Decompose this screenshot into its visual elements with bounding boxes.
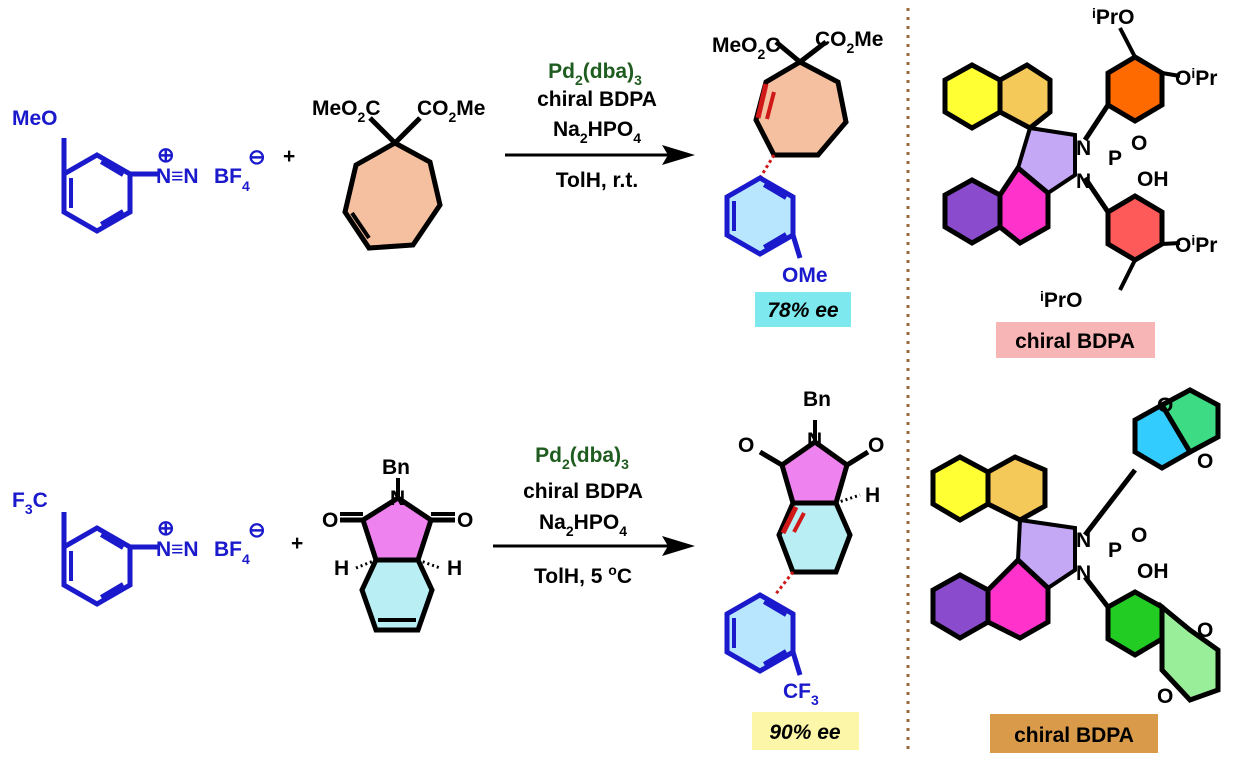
product-ester-right: CO2Me <box>815 28 883 56</box>
chiral-bdpa-ligand-1: N P O OH N iPrO OiPr OiPr iPrO chiral BD… <box>942 5 1217 358</box>
chiral-bdpa-ligand-2: N P O OH N O O O O chiral BDPA <box>930 387 1221 753</box>
product2-cf3: CF3 <box>783 680 819 708</box>
ligand-label-box-2 <box>990 714 1158 753</box>
ligand2-dioxane-o3: O <box>1197 619 1213 642</box>
trifluoromethyl-label: F3C <box>12 489 48 517</box>
catalyst-label-2: Pd2(dba)3 <box>535 444 629 472</box>
ligand1-oipr-top: OiPr <box>1175 65 1217 90</box>
ligand1-o: O <box>1131 132 1147 155</box>
conditions-label-2: TolH, 5 oC <box>534 562 632 588</box>
product2-bn: Bn <box>803 388 831 411</box>
product2-h: H <box>865 484 880 507</box>
imide-bn: Bn <box>382 456 410 479</box>
ligand2-dioxane-o1: O <box>1157 394 1173 417</box>
product2-o-left: O <box>738 434 754 457</box>
ester-right: CO2Me <box>417 97 485 125</box>
base-label-2: Na2HPO4 <box>539 511 627 539</box>
ee-badge-2 <box>752 712 859 750</box>
diazonium-group: N≡N <box>156 165 199 188</box>
diazonium-2: F3C ⊕ N≡N BF4 ⊖ <box>12 489 266 607</box>
ligand-label-2: chiral BDPA <box>523 480 643 503</box>
reaction-arrow-2: Pd2(dba)3 chiral BDPA Na2HPO4 TolH, 5 oC <box>493 444 695 588</box>
product-2: Bn N O O H CF3 90% ee <box>724 388 884 750</box>
ligand1-n-bottom: N <box>1076 170 1091 193</box>
ligand1-n-top: N <box>1076 137 1091 160</box>
ester-left: MeO2C <box>312 97 380 125</box>
ee-value-1: 78% ee <box>767 299 839 322</box>
imide-h-right: H <box>447 557 462 580</box>
imide-o-right: O <box>457 509 473 532</box>
ligand-name-2: chiral BDPA <box>1014 724 1134 747</box>
product2-o-right: O <box>868 434 884 457</box>
plus-sign-1: + <box>283 145 295 168</box>
ligand1-ipro-bottom: iPrO <box>1040 288 1082 312</box>
imide-h-left: H <box>334 557 349 580</box>
plus-sign-2: + <box>291 532 303 555</box>
ligand2-dioxane-o2: O <box>1197 450 1213 473</box>
ligand2-p: P <box>1108 539 1122 562</box>
plus-charge: ⊕ <box>157 144 175 167</box>
cycloheptene-diester: MeO2C CO2Me <box>312 97 485 251</box>
ligand-label-1: chiral BDPA <box>537 88 657 111</box>
diazonium-group-2: N≡N <box>156 538 199 561</box>
product-ester-left: MeO2C <box>712 34 780 62</box>
counterion-2: BF4 <box>214 538 250 567</box>
ligand1-ipro-top: iPrO <box>1092 5 1134 29</box>
reaction-arrow-1: Pd2(dba)3 chiral BDPA Na2HPO4 TolH, r.t. <box>505 60 695 192</box>
base-label-1: Na2HPO4 <box>553 118 641 146</box>
product-methoxy: OMe <box>782 264 828 287</box>
ligand1-oipr-bottom: OiPr <box>1175 232 1217 257</box>
ee-badge-1 <box>755 292 851 327</box>
ligand1-oh: OH <box>1137 168 1169 191</box>
ligand2-n-top: N <box>1076 529 1091 552</box>
diazonium-1: MeO ⊕ N≡N BF4 ⊖ <box>12 107 266 234</box>
product2-n: N <box>807 429 822 452</box>
ligand1-p: P <box>1108 147 1122 170</box>
ligand2-oh: OH <box>1137 560 1169 583</box>
minus-charge-2: ⊖ <box>248 519 266 542</box>
ligand2-n-bottom: N <box>1076 562 1091 585</box>
ligand-name-1: chiral BDPA <box>1015 330 1135 353</box>
plus-charge-2: ⊕ <box>157 517 175 540</box>
conditions-label-1: TolH, r.t. <box>556 169 638 192</box>
ee-value-2: 90% ee <box>769 721 841 744</box>
bicyclic-imide: Bn N O O H H <box>322 456 473 633</box>
ligand2-o: O <box>1131 524 1147 547</box>
counterion: BF4 <box>214 165 250 194</box>
minus-charge: ⊖ <box>248 146 266 169</box>
ligand-label-box-1 <box>996 322 1155 358</box>
imide-o-left: O <box>322 509 338 532</box>
methoxy-label: MeO <box>12 107 58 130</box>
ligand2-dioxane-o4: O <box>1157 685 1173 708</box>
imide-n: N <box>390 487 405 510</box>
product-1: MeO2C CO2Me OMe 78% ee <box>712 28 883 327</box>
catalyst-label-1: Pd2(dba)3 <box>548 60 642 88</box>
